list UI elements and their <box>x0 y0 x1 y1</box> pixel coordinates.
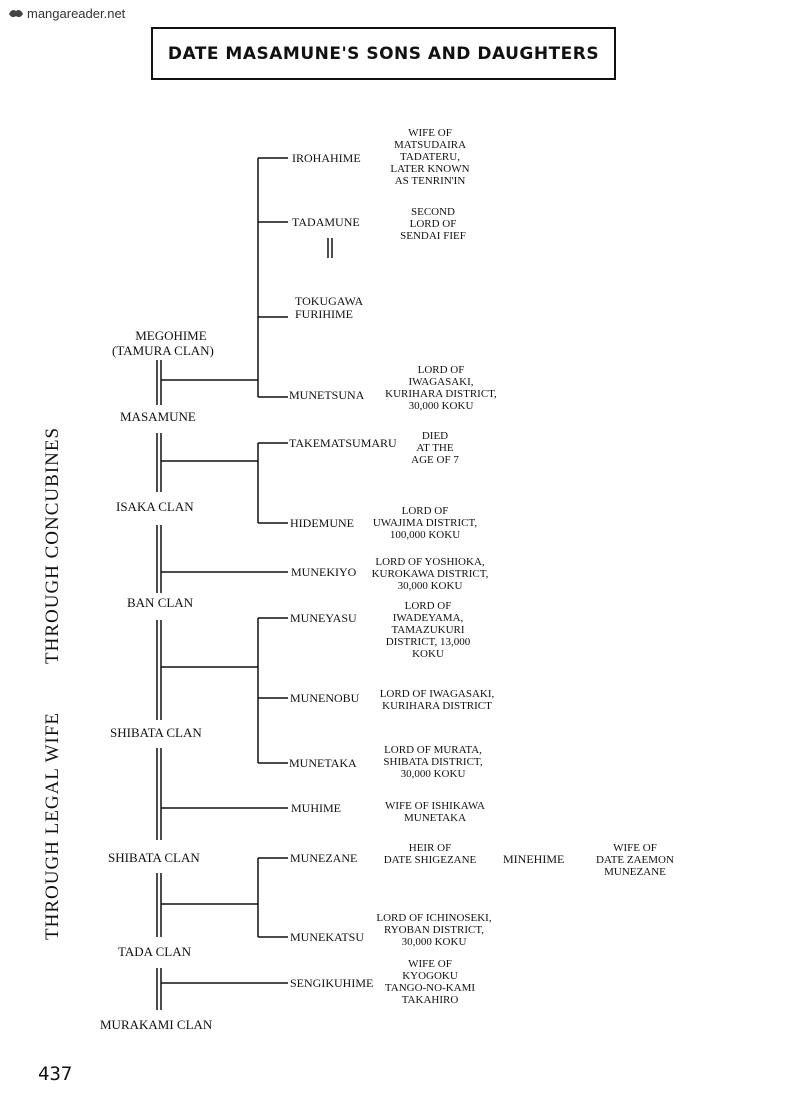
child-irohahime: IROHAHIME <box>292 151 361 165</box>
note-line: TAMAZUKURI <box>391 624 465 636</box>
side-label-concubines: THROUGH CONCUBINES <box>42 426 63 664</box>
child-munetaka: MUNETAKA <box>289 756 357 770</box>
mother-shibata-clan-2: SHIBATA CLAN <box>108 850 200 865</box>
child-munekiyo: MUNEKIYO <box>291 565 357 579</box>
note-line: 30,000 KOKU <box>401 936 467 948</box>
note-line: KYOGOKU <box>402 970 458 982</box>
note-line: LORD OF YOSHIOKA, <box>375 556 485 568</box>
note-line: KUROKAWA DISTRICT, <box>371 568 489 580</box>
mother-isaka-clan: ISAKA CLAN <box>116 499 194 514</box>
note-line: WIFE OF <box>408 127 452 139</box>
note-irohahime: WIFE OF MATSUDAIRA TADATERU, LATER KNOWN… <box>385 127 475 187</box>
note-line: MUNEZANE <box>604 866 666 878</box>
note-line: WIFE OF <box>408 958 452 970</box>
child-munekatsu: MUNEKATSU <box>290 930 365 944</box>
note-line: SHIBATA DISTRICT, <box>383 756 483 768</box>
furihime-line-1: TOKUGAWA <box>295 294 364 308</box>
father-masamune: MASAMUNE <box>120 409 196 424</box>
megohime-name: MEGOHIME <box>135 328 207 343</box>
child-munezane: MUNEZANE <box>290 851 358 865</box>
child-munetsuna: MUNETSUNA <box>289 388 365 402</box>
note-line: LORD OF <box>404 600 452 612</box>
note-line: UWAJIMA DISTRICT, <box>372 517 478 529</box>
note-sengikuhime: WIFE OF KYOGOKU TANGO-NO-KAMI TAKAHIRO <box>370 958 490 1006</box>
note-line: 30,000 KOKU <box>397 580 463 592</box>
child-tadamune: TADAMUNE <box>292 215 360 229</box>
note-munetaka: LORD OF MURATA, SHIBATA DISTRICT, 30,000… <box>370 744 496 780</box>
child-muhime: MUHIME <box>291 801 341 815</box>
note-munekatsu: LORD OF ICHINOSEKI, RYOBAN DISTRICT, 30,… <box>367 912 501 948</box>
child-hidemune: HIDEMUNE <box>290 516 354 530</box>
title-box: DATE MASAMUNE'S SONS AND DAUGHTERS <box>151 27 616 80</box>
note-muneyasu: LORD OF IWADEYAMA, TAMAZUKURI DISTRICT, … <box>378 600 478 660</box>
note-line: HEIR OF <box>408 842 452 854</box>
note-line: SENDAI FIEF <box>400 230 466 242</box>
mother-murakami-clan: MURAKAMI CLAN <box>100 1017 213 1032</box>
note-line: DIED <box>421 430 449 442</box>
child-munenobu: MUNENOBU <box>290 691 360 705</box>
note-line: AGE OF 7 <box>411 454 459 466</box>
note-line: TANGO-NO-KAMI <box>384 982 476 994</box>
watermark: mangareader.net <box>8 6 125 21</box>
note-line: AT THE <box>416 442 454 454</box>
watermark-text: mangareader.net <box>27 6 126 21</box>
note-line: LORD OF ICHINOSEKI, <box>376 912 492 924</box>
child-tokugawa-furihime: TOKUGAWA FURIHIME <box>295 295 363 321</box>
note-line: TADATERU, <box>400 151 460 163</box>
note-munekiyo: LORD OF YOSHIOKA, KUROKAWA DISTRICT, 30,… <box>365 556 495 592</box>
note-tadamune: SECOND LORD OF SENDAI FIEF <box>388 206 478 242</box>
note-line: 100,000 KOKU <box>389 529 461 541</box>
note-line: LORD OF <box>401 505 449 517</box>
note-line: LATER KNOWN <box>390 163 470 175</box>
note-line: WIFE OF ISHIKAWA <box>385 800 485 812</box>
note-munenobu: LORD OF IWAGASAKI, KURIHARA DISTRICT <box>374 688 500 712</box>
note-line: IWADEYAMA, <box>392 612 464 624</box>
note-line: AS TENRIN'IN <box>394 175 466 187</box>
mother-megohime: MEGOHIME (TAMURA CLAN) <box>112 328 214 358</box>
note-line: MUNETAKA <box>403 812 467 824</box>
page-number: 437 <box>38 1063 73 1085</box>
note-line: KOKU <box>412 648 444 660</box>
child-takematsumaru: TAKEMATSUMARU <box>289 436 397 450</box>
note-line: DATE ZAEMON <box>596 854 674 866</box>
note-takematsumaru: DIED AT THE AGE OF 7 <box>405 430 465 466</box>
note-line: KURIHARA DISTRICT, <box>385 388 497 400</box>
note-line: DATE SHIGEZANE <box>383 854 477 866</box>
note-line: LORD OF IWAGASAKI, <box>379 688 495 700</box>
note-line: LORD OF <box>417 364 465 376</box>
child-muneyasu: MUNEYASU <box>290 611 357 625</box>
note-line: 30,000 KOKU <box>408 400 474 412</box>
note-line: LORD OF <box>409 218 457 230</box>
note-minehime: WIFE OF DATE ZAEMON MUNEZANE <box>585 842 685 878</box>
note-line: RYOBAN DISTRICT, <box>383 924 485 936</box>
note-line: KURIHARA DISTRICT <box>382 700 492 712</box>
side-label-legal-wife: THROUGH LEGAL WIFE <box>42 711 63 940</box>
furihime-line-2: FURIHIME <box>295 307 354 321</box>
megohime-clan: (TAMURA CLAN) <box>112 343 214 358</box>
page-title: DATE MASAMUNE'S SONS AND DAUGHTERS <box>167 43 600 64</box>
spouse-minehime: MINEHIME <box>503 852 565 866</box>
note-line: LORD OF MURATA, <box>384 744 482 756</box>
mother-ban-clan: BAN CLAN <box>127 595 194 610</box>
note-line: MATSUDAIRA <box>393 139 467 151</box>
mangareader-logo-icon <box>9 9 23 17</box>
note-line: IWAGASAKI, <box>408 376 474 388</box>
note-line: WIFE OF <box>613 842 657 854</box>
note-munetsuna: LORD OF IWAGASAKI, KURIHARA DISTRICT, 30… <box>376 364 506 412</box>
note-line: DISTRICT, 13,000 <box>385 636 471 648</box>
note-munezane: HEIR OF DATE SHIGEZANE <box>380 842 480 866</box>
child-sengikuhime: SENGIKUHIME <box>290 976 374 990</box>
mother-tada-clan: TADA CLAN <box>118 944 191 959</box>
mother-shibata-clan-1: SHIBATA CLAN <box>110 725 202 740</box>
note-line: 30,000 KOKU <box>400 768 466 780</box>
note-muhime: WIFE OF ISHIKAWA MUNETAKA <box>370 800 500 824</box>
note-line: TAKAHIRO <box>401 994 459 1006</box>
note-hidemune: LORD OF UWAJIMA DISTRICT, 100,000 KOKU <box>360 505 490 541</box>
note-line: SECOND <box>410 206 455 218</box>
